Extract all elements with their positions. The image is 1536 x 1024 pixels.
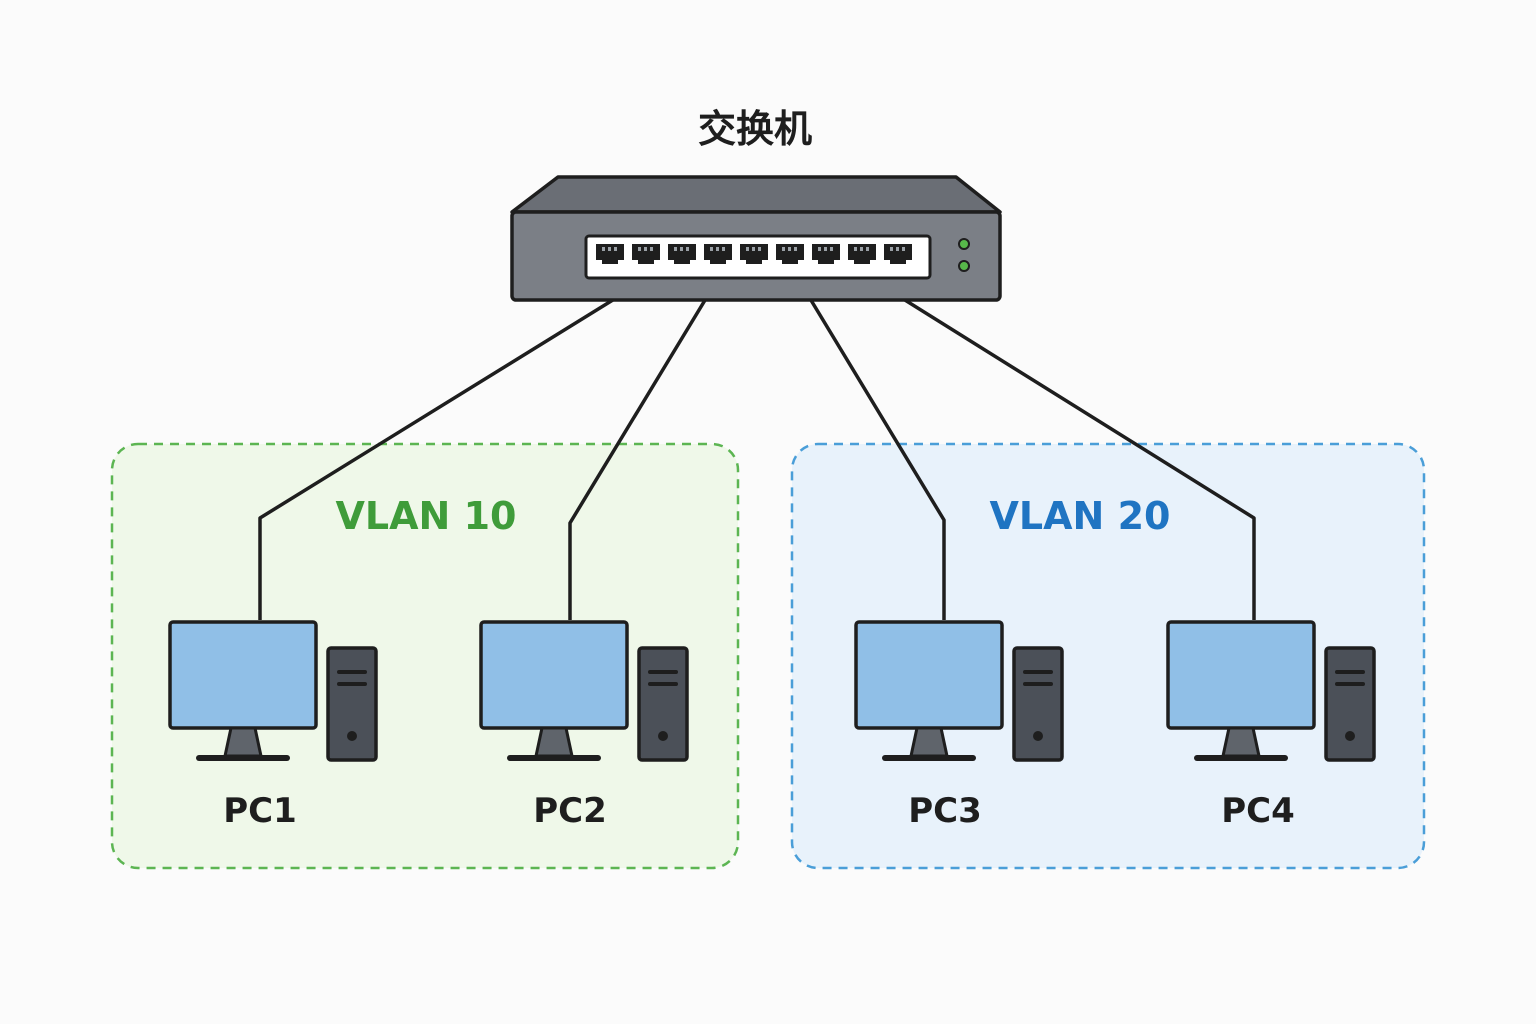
pc-label: PC4: [1221, 791, 1295, 831]
monitor-icon: [168, 620, 318, 730]
computers: PC1 PC2 PC3 PC4: [168, 620, 1376, 831]
switch: 交换机: [510, 107, 1002, 302]
pc-label: PC3: [908, 791, 982, 831]
cable-pc1: [258, 280, 643, 620]
pc-2: PC2: [479, 620, 689, 831]
tower-icon: [1012, 646, 1064, 762]
pc-3: PC3: [854, 620, 1064, 831]
pc-label: PC1: [223, 791, 297, 831]
status-led: [958, 238, 970, 250]
pc-1: PC1: [168, 620, 378, 831]
cable-pc2: [568, 281, 718, 620]
vlan-20-zone: VLAN 20: [790, 442, 1426, 870]
pc-label: PC2: [533, 791, 607, 831]
monitor-icon: [1166, 620, 1316, 730]
status-led: [958, 260, 970, 272]
tower-icon: [637, 646, 689, 762]
pc-4: PC4: [1166, 620, 1376, 831]
vlan-10-label: VLAN 10: [336, 494, 517, 538]
vlan-10-zone: VLAN 10: [110, 442, 740, 870]
ports: [596, 244, 912, 264]
tower-icon: [326, 646, 378, 762]
cable-pc4: [875, 280, 1256, 620]
switch-title: 交换机: [698, 107, 812, 151]
monitor-icon: [854, 620, 1004, 730]
cable-pc3: [798, 281, 946, 620]
monitor-icon: [479, 620, 629, 730]
tower-icon: [1324, 646, 1376, 762]
cables: [258, 280, 1256, 620]
vlan-20-label: VLAN 20: [990, 494, 1171, 538]
